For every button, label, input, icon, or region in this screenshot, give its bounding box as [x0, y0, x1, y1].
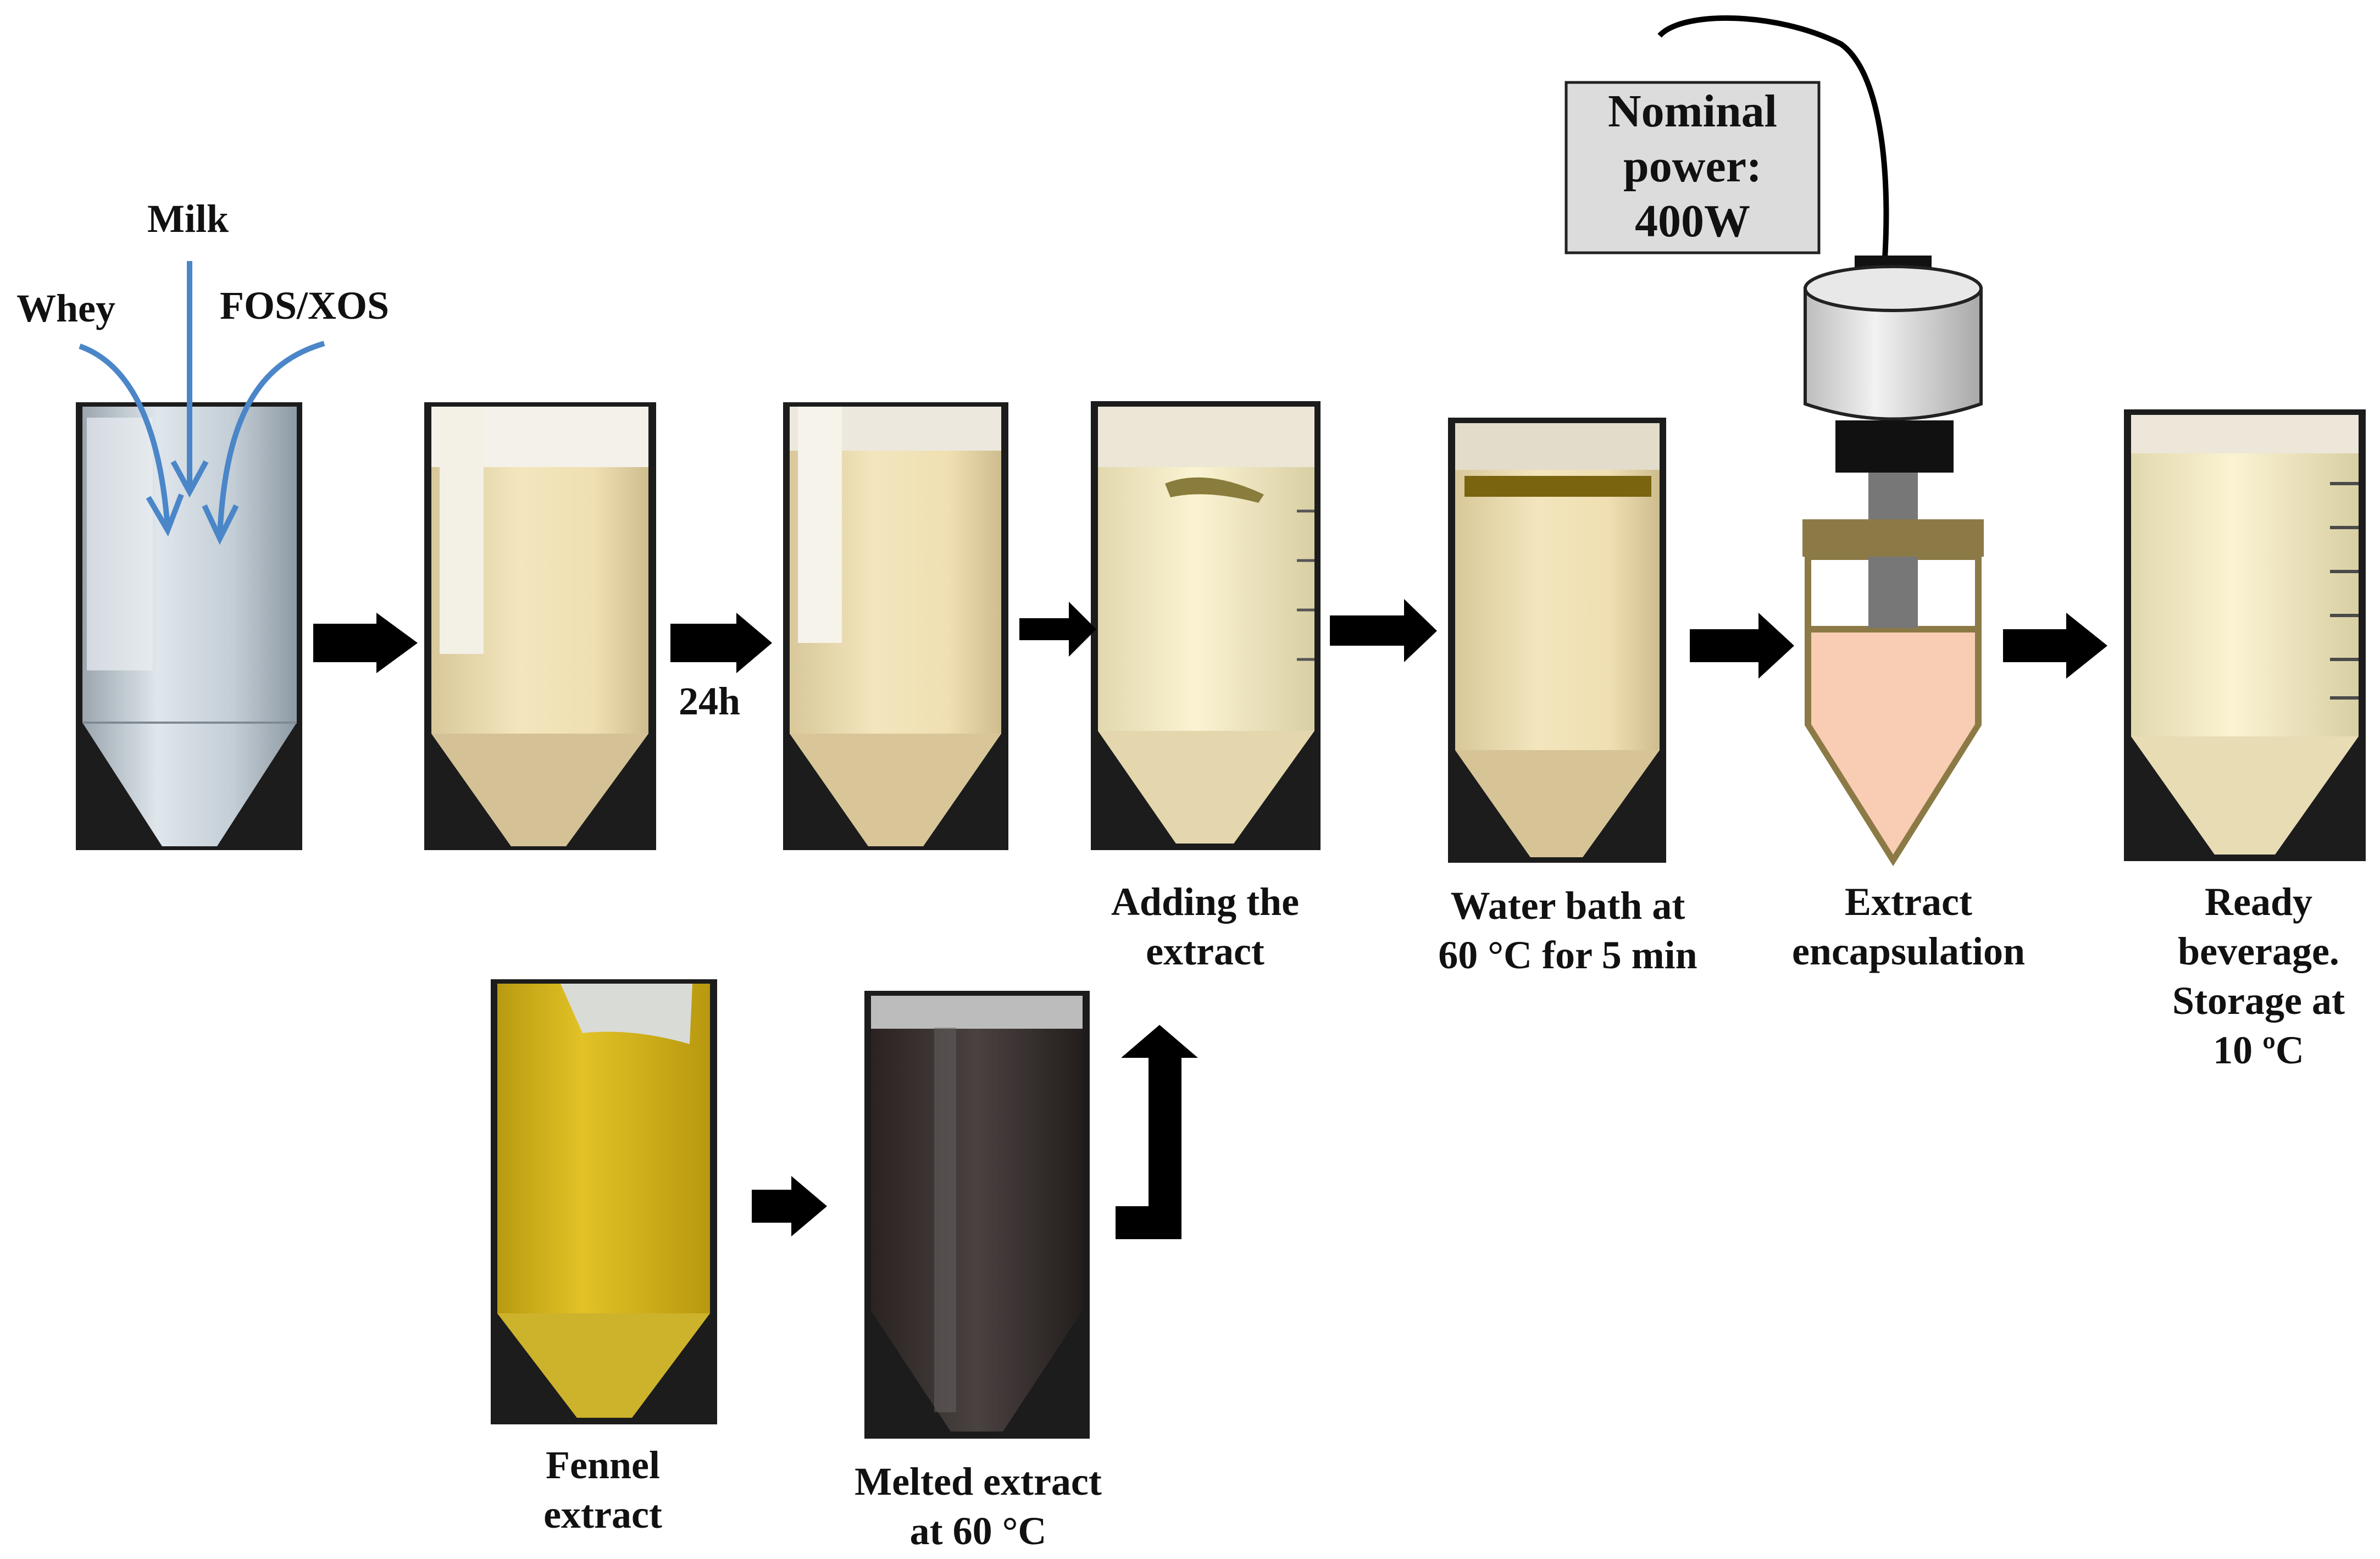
arrow-2: [670, 613, 772, 673]
caption-adding-2: extract: [1146, 929, 1264, 973]
power-line-3: 400W: [1635, 196, 1750, 247]
label-fos-xos: FOS/XOS: [220, 284, 389, 328]
ingredient-arrows: [79, 261, 325, 545]
tube-water-bath: [1448, 418, 1666, 863]
caption-encap-2: encapsulation: [1792, 929, 2025, 973]
power-line-2: power:: [1623, 141, 1762, 192]
caption-fennel-2: extract: [543, 1493, 662, 1536]
arrow-1: [313, 613, 418, 673]
tube-ready-beverage: [2124, 409, 2366, 861]
flow-arrows: [313, 599, 2107, 1239]
arrow-3: [1019, 602, 1096, 657]
arrow-5: [1690, 613, 1794, 679]
tube-adding-extract: [1091, 401, 1321, 850]
label-whey: Whey: [16, 286, 115, 330]
milk-arrowhead: [170, 460, 209, 498]
tube-fennel-extract: [491, 979, 717, 1424]
fos-arrowhead: [202, 504, 239, 545]
whey-arrow: [79, 343, 170, 528]
caption-fennel-1: Fennel: [546, 1443, 660, 1487]
caption-water-1: Water bath at: [1451, 884, 1685, 928]
caption-ready-1: Ready: [2205, 880, 2312, 924]
whey-arrowhead: [146, 493, 184, 537]
encapsulation-device: [1657, 15, 1984, 867]
power-box: Nominal power: 400W: [1565, 81, 1821, 254]
tube-mixture-1: [424, 402, 656, 850]
caption-melted-1: Melted extract: [855, 1460, 1102, 1503]
arrow-6: [2003, 613, 2107, 679]
tube-mixture-2: [783, 402, 1008, 850]
arrow-4: [1330, 599, 1437, 662]
arrow-bottom: [752, 1176, 827, 1236]
arrow-elbow-up: [1116, 1025, 1198, 1239]
label-24h: 24h: [679, 679, 740, 723]
label-milk: Milk: [147, 197, 229, 241]
caption-ready-3: Storage at: [2172, 979, 2345, 1023]
power-line-1: Nominal: [1608, 86, 1777, 137]
caption-adding-1: Adding the: [1111, 880, 1299, 924]
fos-arrow: [217, 341, 325, 536]
caption-water-2: 60 °C for 5 min: [1438, 933, 1697, 977]
tube-melted-extract: [864, 991, 1090, 1439]
caption-encap-1: Extract: [1845, 880, 1972, 924]
caption-ready-4: 10 ºC: [2213, 1028, 2304, 1072]
caption-melted-2: at 60 °C: [910, 1509, 1047, 1553]
caption-ready-2: beverage.: [2178, 929, 2339, 973]
